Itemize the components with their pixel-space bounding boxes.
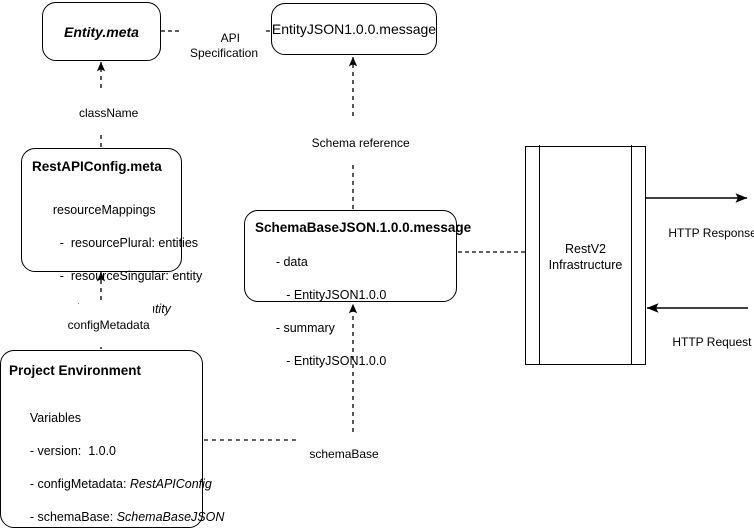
project-env-variable-2-value: SchemaBaseJSON	[116, 510, 225, 525]
infra-label-line2: Infrastructure	[548, 258, 623, 273]
edge-label-schema-base: schemaBase	[296, 433, 379, 477]
edge-label-config-metadata-text: configMetadata	[67, 318, 150, 333]
edge-label-http-request-text: HTTP Request	[672, 335, 752, 350]
node-schema-base-json[interactable]: SchemaBaseJSON.1.0.0.message - data - En…	[244, 210, 472, 368]
edge-label-config-metadata: configMetadata	[51, 304, 153, 348]
node-rest-infrastructure-label: RestV2 Infrastructure	[526, 241, 645, 274]
edge-label-class-name-text: className	[78, 106, 139, 121]
infra-label-line1: RestV2	[565, 242, 606, 256]
project-env-variables-heading: Variables	[29, 411, 82, 426]
project-env-variable-0-key: - version: 1.0.0	[29, 444, 116, 459]
project-env-variable-1-value: RestAPIConfig	[129, 477, 212, 492]
edge-label-schema-reference-text: Schema reference	[311, 136, 410, 151]
edge-label-schema-reference: Schema reference	[298, 122, 410, 166]
infra-left-rule	[539, 145, 540, 365]
edge-label-http-request: HTTP Request	[659, 321, 753, 365]
edge-label-http-response: HTTP Response	[655, 212, 754, 256]
edge-label-http-response-text: HTTP Response	[668, 226, 754, 241]
node-schema-base-json-title: SchemaBaseJSON.1.0.0.message	[255, 220, 472, 235]
schema-base-item-2: - summary	[275, 321, 335, 336]
edge-label-api-specification: API Specification	[182, 17, 266, 75]
node-entity-meta[interactable]: Entity.meta	[42, 2, 161, 61]
node-rest-api-config[interactable]: RestAPIConfig.meta resourceMappings - re…	[21, 148, 202, 316]
schema-base-item-0: - data	[275, 255, 308, 270]
node-schema-base-json-body: - data - EntityJSON1.0.0 - summary - Ent…	[255, 238, 446, 387]
project-env-variable-2-key: - schemaBase:	[29, 510, 117, 525]
rest-api-config-item-0: - resourcePlural: entities	[52, 236, 199, 251]
infra-right-rule	[631, 145, 632, 365]
edge-label-schema-base-text: schemaBase	[309, 447, 379, 462]
schema-base-item-1: - EntityJSON1.0.0	[275, 288, 387, 303]
node-project-environment-variables: Variables - version: 1.0.0 - configMetad…	[9, 394, 225, 531]
schema-base-item-3: - EntityJSON1.0.0	[275, 354, 387, 369]
rest-api-config-section: resourceMappings	[52, 203, 156, 218]
node-project-environment[interactable]: Project Environment Variables - version:…	[0, 350, 225, 531]
node-entity-json-message-label: EntityJSON1.0.0.message	[271, 21, 437, 37]
node-entity-meta-label: Entity.meta	[64, 23, 139, 40]
rest-api-config-item-1: - resourceSingular: entity	[52, 269, 203, 284]
edge-label-class-name: className	[60, 92, 144, 136]
edge-label-api-specification-text: API Specification	[189, 31, 259, 60]
node-entity-json-message[interactable]: EntityJSON1.0.0.message	[271, 3, 437, 55]
node-rest-api-config-title: RestAPIConfig.meta	[32, 159, 162, 174]
node-project-environment-title: Project Environment	[9, 363, 142, 378]
node-rest-infrastructure[interactable]: RestV2 Infrastructure	[525, 145, 646, 365]
project-env-variable-1-key: - configMetadata:	[29, 477, 130, 492]
